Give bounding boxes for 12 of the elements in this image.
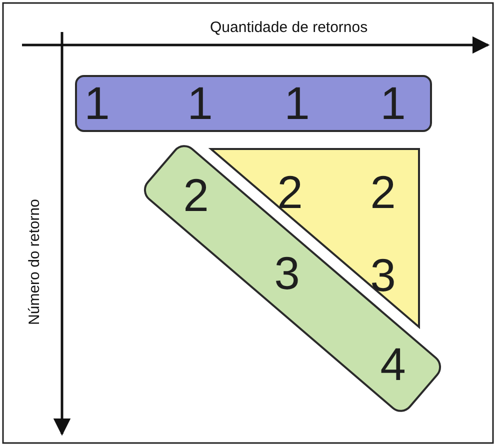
number-label: 1: [284, 80, 310, 126]
number-label: 1: [187, 80, 213, 126]
number-label: 2: [277, 169, 303, 215]
number-label: 3: [370, 252, 396, 298]
number-label: 3: [274, 250, 300, 296]
axis-label: Número do retorno: [27, 199, 44, 325]
number-label: 1: [380, 80, 406, 126]
number-label: 1: [84, 80, 110, 126]
number-label: 4: [380, 341, 406, 387]
axis-label: Quantidade de retornos: [210, 20, 368, 36]
number-label: 2: [370, 169, 396, 215]
number-label: 2: [183, 172, 209, 218]
